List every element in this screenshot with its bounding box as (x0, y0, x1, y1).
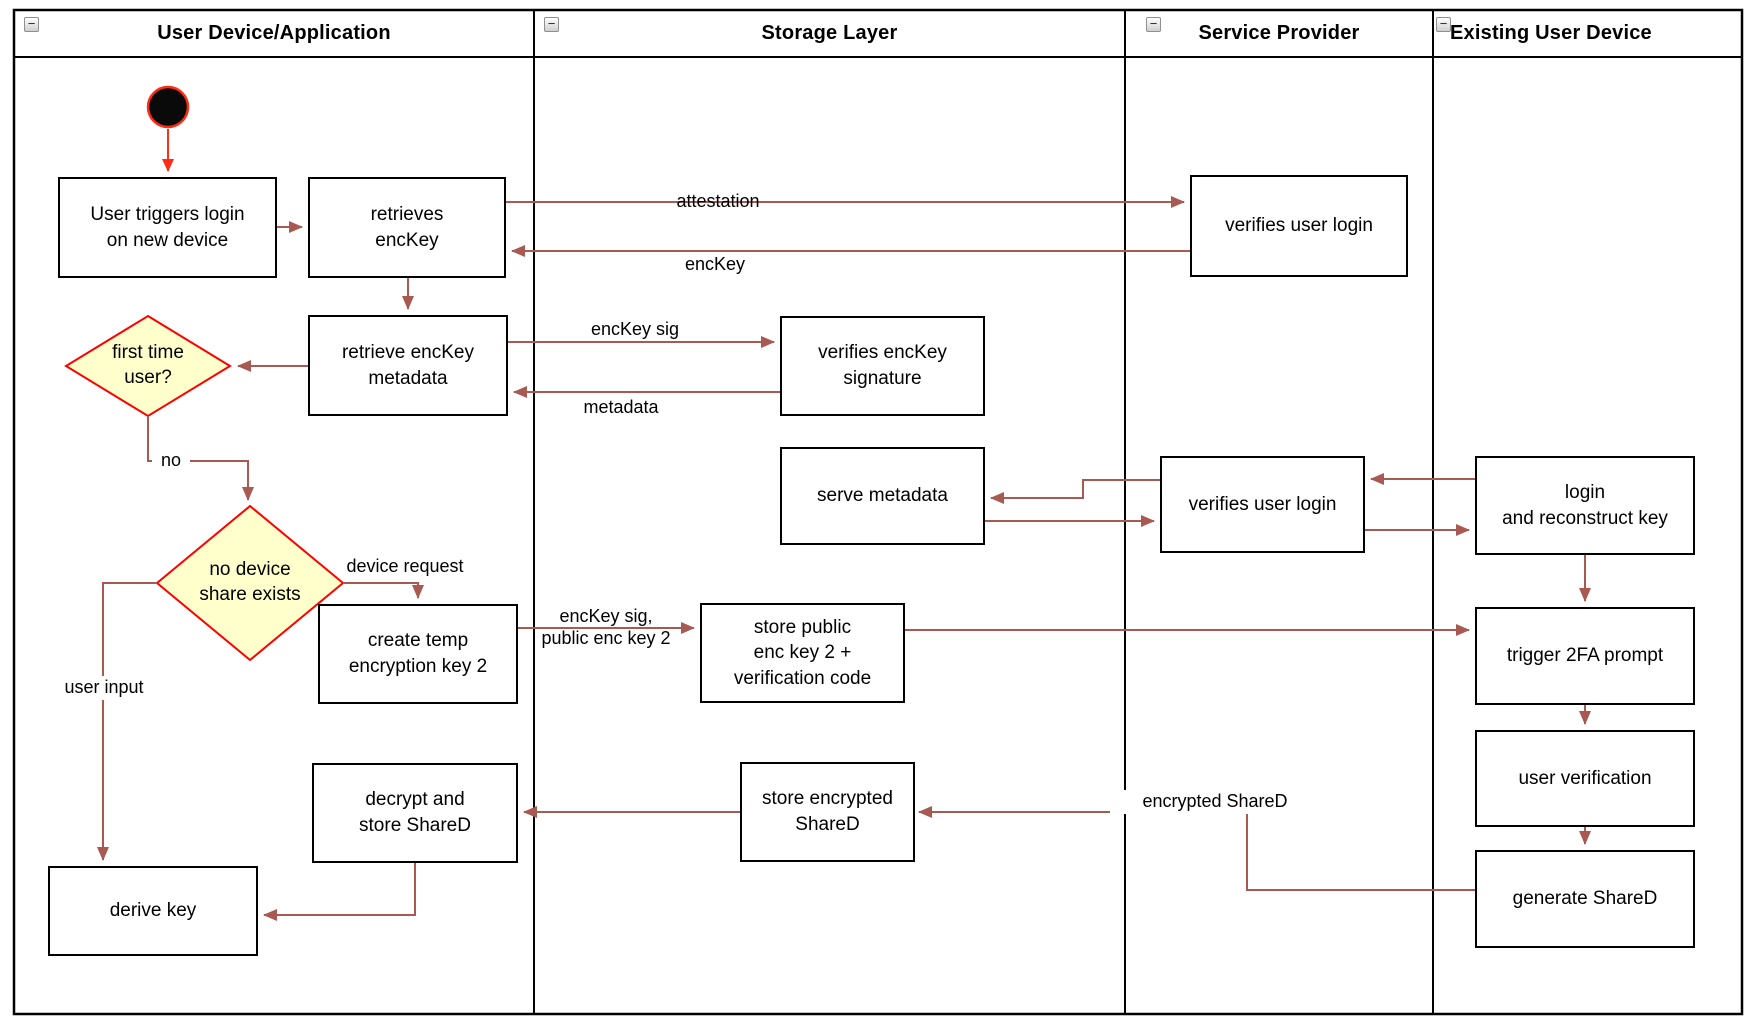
edge-label-user-input: user input (48, 676, 160, 700)
node-serve-metadata[interactable]: serve metadata (780, 447, 985, 545)
decision-label-no-device-share: no device share exists (199, 559, 301, 605)
collapse-icon[interactable]: − (544, 17, 559, 32)
edge-label-enckey-sig: encKey sig (590, 319, 680, 340)
lane-header-service-provider[interactable]: Service Provider (1125, 10, 1433, 57)
edge-label-encrypted-shared: encrypted ShareD (1110, 790, 1320, 814)
node-trigger-2fa[interactable]: trigger 2FA prompt (1475, 607, 1695, 705)
node-verifies-enckey-signature[interactable]: verifies encKey signature (780, 316, 985, 416)
decision-no-device-share[interactable] (155, 504, 345, 662)
edge-label-metadata: metadata (583, 397, 659, 418)
collapse-icon[interactable]: − (24, 17, 39, 32)
edge-no-branch (147, 416, 254, 501)
edge-label-device-request: device request (346, 556, 464, 577)
lane-header-storage[interactable]: Storage Layer (534, 10, 1125, 57)
edge-device-request (343, 582, 424, 599)
node-verifies-user-login-mid[interactable]: verifies user login (1160, 456, 1365, 553)
node-user-triggers-login[interactable]: User triggers login on new device (58, 177, 277, 278)
node-decrypt-store-shared[interactable]: decrypt and store ShareD (312, 763, 518, 863)
collapse-icon[interactable]: − (1436, 17, 1451, 32)
edge-label-no: no (152, 449, 190, 473)
node-store-encrypted-shared[interactable]: store encrypted ShareD (740, 762, 915, 862)
edge-label-attestation: attestation (676, 191, 760, 212)
edge-user-input-to-derive (97, 582, 157, 861)
edge-generate-to-store-encrypted (918, 806, 1475, 891)
edge-verifies-to-serve (990, 479, 1160, 504)
collapse-icon[interactable]: − (1146, 17, 1161, 32)
node-user-verification[interactable]: user verification (1475, 730, 1695, 827)
edge-decrypt-to-derive (263, 863, 416, 921)
decision-label-first-time-user: first time user? (112, 342, 184, 388)
node-retrieve-enckey-metadata[interactable]: retrieve encKey metadata (308, 315, 508, 416)
node-retrieves-enckey[interactable]: retrieves encKey (308, 177, 506, 278)
node-derive-key[interactable]: derive key (48, 866, 258, 956)
node-create-temp-key[interactable]: create temp encryption key 2 (318, 604, 518, 704)
lane-header-existing-device[interactable]: Existing User Device (1450, 10, 1742, 57)
lane-title: Service Provider (1198, 22, 1360, 44)
edge-label-enckey: encKey (684, 254, 746, 275)
node-store-public-key[interactable]: store public enc key 2 + verification co… (700, 603, 905, 703)
start-node[interactable] (146, 85, 190, 129)
lane-title: User Device/Application (157, 22, 391, 44)
lane-title: Existing User Device (1450, 22, 1652, 44)
lane-header-user-device[interactable]: User Device/Application (14, 10, 534, 57)
node-generate-shared[interactable]: generate ShareD (1475, 850, 1695, 948)
node-login-reconstruct-key[interactable]: login and reconstruct key (1475, 456, 1695, 555)
lane-title: Storage Layer (761, 22, 898, 44)
edge-label-enckey-sig-public: encKey sig, public enc key 2 (541, 606, 671, 648)
node-verifies-user-login-top[interactable]: verifies user login (1190, 175, 1408, 277)
